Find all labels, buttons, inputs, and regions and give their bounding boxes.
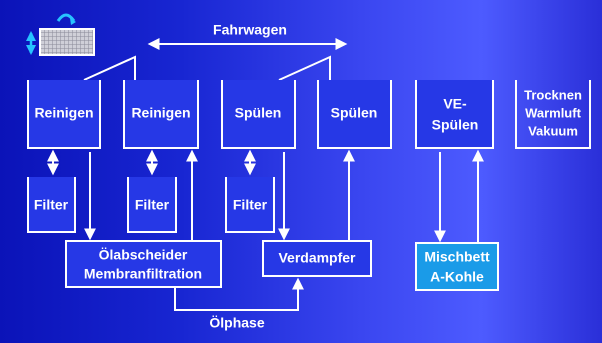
tank-ve-spuelen: VE- Spülen [415, 80, 494, 149]
tank-label-line3: Vakuum [528, 123, 578, 138]
oil-separator-line2: Membranfiltration [84, 266, 202, 282]
tank-label-line2: Spülen [432, 117, 479, 133]
oil-separator-line1: Ölabscheider [99, 247, 188, 263]
mixed-bed-box: Mischbett A-Kohle [415, 242, 499, 291]
transport-label: Fahrwagen [213, 22, 287, 38]
oil-phase-label: Ölphase [209, 315, 264, 331]
tank-label-line2: Warmluft [525, 105, 582, 120]
filter-label: Filter [233, 197, 268, 213]
filter-3: Filter [225, 177, 275, 233]
mixed-bed-line1: Mischbett [424, 249, 490, 265]
tank-spuelen-2: Spülen [317, 80, 392, 149]
tank-spuelen-1: Spülen [221, 80, 296, 149]
basket-icon [39, 28, 95, 56]
filter-label: Filter [34, 197, 69, 213]
tank-label: Spülen [235, 105, 282, 121]
tank-transfer-lines [83, 55, 331, 81]
filter-circulation-arrows [47, 149, 256, 176]
evaporator-box: Verdampfer [262, 240, 372, 277]
tank-label-line1: Trocknen [524, 87, 582, 102]
tank-reinigen-2: Reinigen [123, 80, 199, 149]
mixed-bed-line2: A-Kohle [430, 269, 484, 285]
filter-1: Filter [27, 177, 76, 233]
filter-label: Filter [135, 197, 170, 213]
tank-label: Reinigen [131, 105, 190, 121]
tank-label: Spülen [331, 105, 378, 121]
tank-reinigen-1: Reinigen [27, 80, 101, 149]
rotate-arrow-icon [56, 13, 76, 25]
evaporator-label: Verdampfer [278, 250, 356, 266]
tank-label-line1: VE- [443, 96, 467, 112]
filter-2: Filter [127, 177, 177, 233]
transport-indicator: Fahrwagen [147, 22, 348, 50]
oil-separator-box: Ölabscheider Membranfiltration [65, 240, 222, 288]
tank-label: Reinigen [34, 105, 93, 121]
tank-trocknen: Trocknen Warmluft Vakuum [515, 80, 591, 149]
process-flow-lines [84, 149, 484, 311]
